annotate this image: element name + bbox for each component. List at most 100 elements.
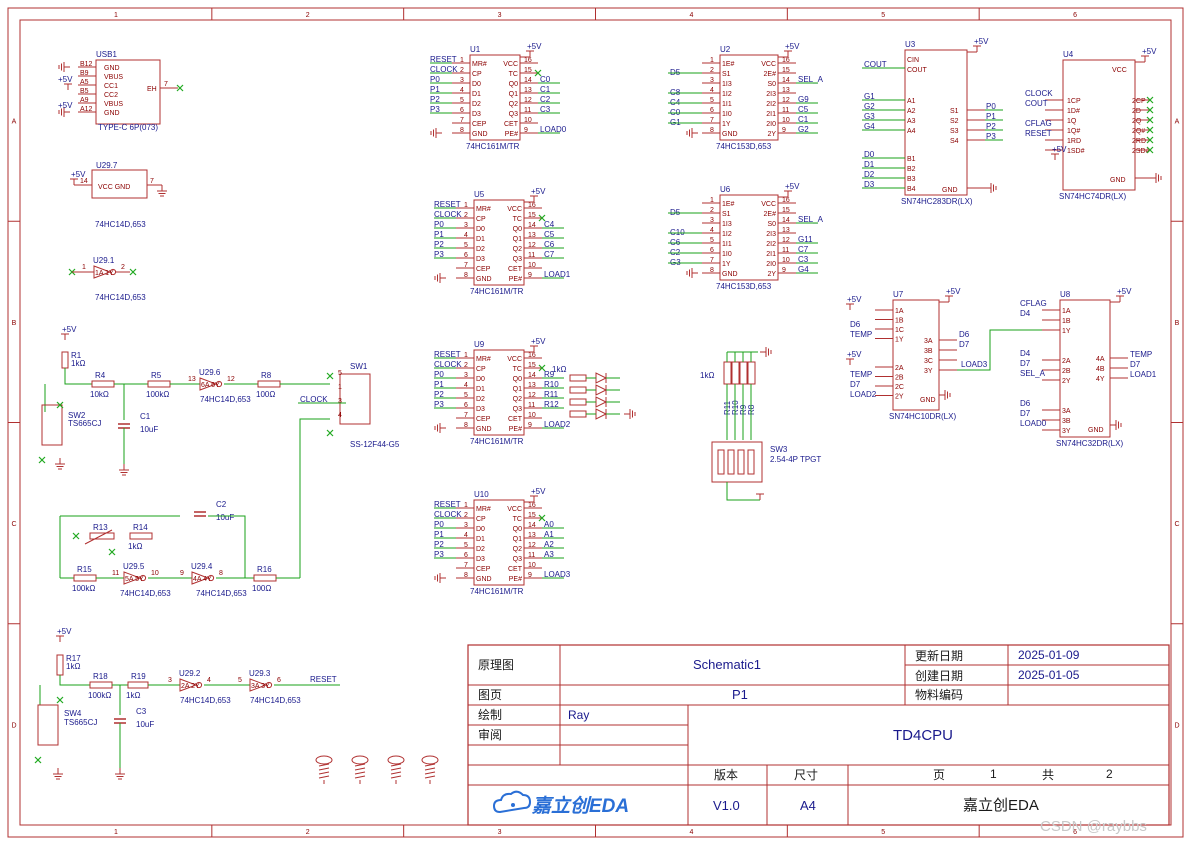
power-symbol-icon: +5V bbox=[530, 187, 546, 202]
ic-part: 74HC14D,653 bbox=[180, 696, 231, 705]
pin-name: S0 bbox=[767, 221, 776, 228]
pin-name: GND bbox=[722, 131, 738, 138]
pin-number: 6 bbox=[277, 677, 281, 684]
pin-name: 2I2 bbox=[766, 241, 776, 248]
pin-number: 6 bbox=[710, 107, 714, 114]
net-label: P3 bbox=[434, 400, 444, 409]
net-label: D7 bbox=[1020, 409, 1031, 418]
no-connect-icon bbox=[129, 268, 137, 276]
pin-number: 13 bbox=[528, 532, 536, 539]
pin-number: 16 bbox=[528, 352, 536, 359]
power-label: +5V bbox=[62, 325, 77, 334]
net-label: D3 bbox=[864, 180, 875, 189]
pin-number: 5 bbox=[710, 237, 714, 244]
net-label: CLOCK bbox=[430, 65, 458, 74]
pin-name: B2 bbox=[907, 166, 916, 173]
pin-number: 4 bbox=[338, 412, 342, 419]
power-symbol-icon: +5V bbox=[61, 325, 77, 340]
pin-number: 9 bbox=[782, 267, 786, 274]
dip-switch-sw3[interactable] bbox=[711, 441, 763, 483]
resistor-ref: R15 bbox=[77, 565, 92, 574]
pin-name: S1 bbox=[722, 71, 731, 78]
pin-name: Q1 bbox=[513, 536, 522, 543]
column-label-bottom: 3 bbox=[498, 829, 502, 836]
pin-name: EH bbox=[147, 86, 157, 93]
net-label: R11 bbox=[544, 390, 559, 399]
net-label: COUT bbox=[1025, 99, 1048, 108]
net-label: G1 bbox=[864, 92, 875, 101]
resistor-ref: R19 bbox=[131, 672, 146, 681]
pin-number: 3 bbox=[168, 677, 172, 684]
power-symbol-icon: +5V bbox=[1116, 287, 1132, 302]
power-symbol-icon: +5V bbox=[784, 42, 800, 57]
pin-name: Q1 bbox=[513, 386, 522, 393]
version-label: 版本 bbox=[714, 768, 738, 782]
pin-name: Q0 bbox=[509, 81, 518, 88]
net-label: P2 bbox=[986, 122, 996, 131]
pin-number: 16 bbox=[782, 197, 790, 204]
power-label: +5V bbox=[1117, 287, 1132, 296]
ic-ref: U5 bbox=[474, 190, 485, 199]
pin-number: 14 bbox=[528, 222, 536, 229]
pin-number: 8 bbox=[460, 127, 464, 134]
net-label: D6 bbox=[850, 320, 861, 329]
pin-name: 2Y bbox=[767, 271, 776, 278]
pin-name: CET bbox=[508, 266, 523, 273]
net-label: D4 bbox=[1020, 349, 1031, 358]
pin-name: VCC bbox=[761, 61, 776, 68]
pin-name: S4 bbox=[950, 138, 959, 145]
title-block: 原理图 Schematic1 更新日期 2025-01-09 创建日期 2025… bbox=[467, 644, 1170, 826]
pin-number: 1 bbox=[338, 384, 342, 391]
power-label: +5V bbox=[1052, 145, 1067, 154]
ground-icon bbox=[434, 273, 446, 283]
pin-number: 4 bbox=[710, 87, 714, 94]
net-label: A2 bbox=[544, 540, 554, 549]
pin-number: 14 bbox=[528, 372, 536, 379]
pin-name: Q0 bbox=[513, 526, 522, 533]
gate-ref: U29.1 bbox=[93, 256, 115, 265]
net-label: SEL_A bbox=[798, 75, 824, 84]
pin-name: PE# bbox=[505, 131, 518, 138]
ic-u10: U1074HC161M/TRMR#1RESETCP2CLOCKD03P0D14P… bbox=[434, 490, 571, 596]
wire bbox=[726, 482, 760, 501]
no-connect-icon bbox=[56, 696, 64, 704]
gate-ref: U29.3 bbox=[249, 669, 271, 678]
cap-value: 10uF bbox=[216, 513, 234, 522]
net-label: A3 bbox=[544, 550, 554, 559]
pin-name: D1 bbox=[472, 91, 481, 98]
power-symbol-icon: +5V bbox=[530, 487, 546, 502]
gate-ref: U29.5 bbox=[123, 562, 145, 571]
pin-name: COUT bbox=[907, 67, 928, 74]
power-label: +5V bbox=[58, 75, 73, 84]
pin-name: 2A bbox=[895, 365, 904, 372]
pin-name: VCC bbox=[507, 206, 522, 213]
ground-icon bbox=[686, 268, 698, 278]
pin-name: B4 bbox=[907, 186, 916, 193]
net-label: P3 bbox=[430, 105, 440, 114]
power-label: +5V bbox=[71, 170, 86, 179]
pin-name: 2I0 bbox=[766, 261, 776, 268]
sw-ref: SW4 bbox=[64, 709, 82, 718]
pin-number: 4 bbox=[207, 677, 211, 684]
pin-name: GND bbox=[476, 426, 492, 433]
ic-u29-7 bbox=[91, 169, 148, 199]
net-label: RESET bbox=[430, 55, 457, 64]
pin-number: 7 bbox=[464, 262, 468, 269]
pin-name: 2I1 bbox=[766, 251, 776, 258]
total-number: 2 bbox=[1106, 767, 1113, 781]
no-connect-icon bbox=[1146, 96, 1154, 104]
pin-name: D3 bbox=[476, 556, 485, 563]
pin-name: 1I2 bbox=[722, 91, 732, 98]
pin-name: 1A bbox=[895, 308, 904, 315]
ic-part: SN74HC32DR(LX) bbox=[1056, 439, 1123, 448]
pin-name: 2C bbox=[895, 384, 904, 391]
column-label-top: 1 bbox=[114, 12, 118, 19]
net-label: R10 bbox=[544, 380, 559, 389]
pin-number: 7 bbox=[460, 117, 464, 124]
